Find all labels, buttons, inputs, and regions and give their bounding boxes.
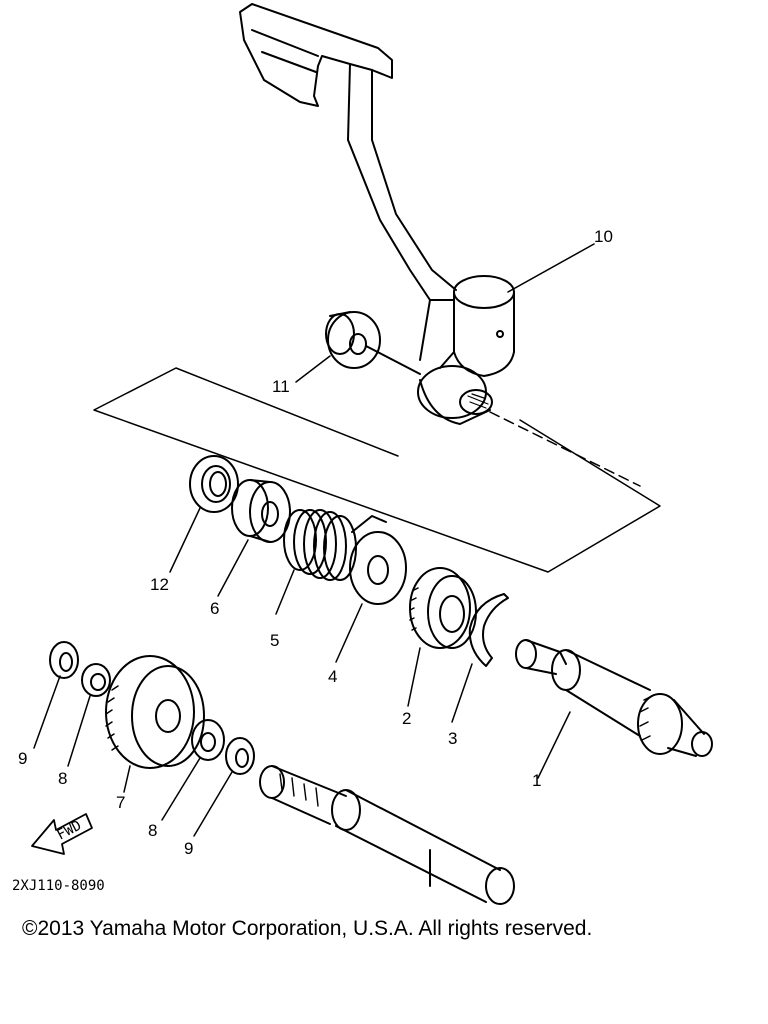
washer-8-right [191,719,225,761]
callout-9-right: 9 [184,839,193,858]
callout-9-left: 9 [18,749,27,768]
kick-crank-lever [239,3,515,425]
callout-6: 6 [210,599,219,618]
torsion-spring-5 [283,509,387,581]
callout-7: 7 [116,793,125,812]
assembly-outline [93,367,661,573]
idler-gear-7 [105,655,205,769]
callout-8-left: 8 [58,769,67,788]
circlip-3 [468,593,509,667]
callout-12: 12 [150,575,169,594]
drawing-code: 2XJ110-8090 [12,878,105,894]
washer-4 [349,531,407,605]
callout-4: 4 [328,667,337,686]
circlip-9-left [49,641,79,679]
washer-8-left [81,663,111,697]
idler-shaft [259,765,515,905]
callout-8-right: 8 [148,821,157,840]
callout-1: 1 [532,771,541,790]
callout-11: 11 [272,377,290,396]
fwd-arrow-icon [31,813,93,855]
kick-axle-1 [515,639,713,757]
shaft-line [365,345,421,375]
nut-11 [325,311,381,369]
kick-gear-2 [409,567,477,649]
center-axis-dashed [489,411,641,487]
callout-10: 10 [594,227,613,246]
callout-2: 2 [402,709,411,728]
collar-6 [231,479,291,543]
leader-lines [33,243,595,837]
circlip-9-right [225,737,255,775]
callout-3: 3 [448,729,457,748]
oil-seal-12 [189,455,239,513]
callout-5: 5 [270,631,279,650]
copyright-notice: ©2013 Yamaha Motor Corporation, U.S.A. A… [22,917,593,940]
